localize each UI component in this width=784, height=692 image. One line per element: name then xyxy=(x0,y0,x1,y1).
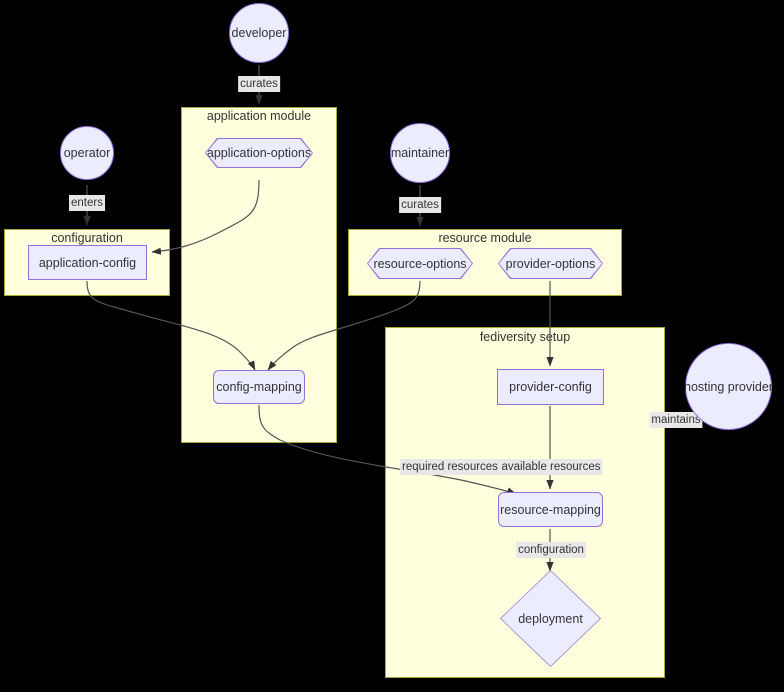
edge-label-enters: enters xyxy=(69,195,105,211)
node-maintainer-label: maintainer xyxy=(390,146,450,160)
node-deployment[interactable]: deployment xyxy=(500,570,601,667)
node-operator-label: operator xyxy=(63,146,111,160)
edge-label-configuration: configuration xyxy=(516,542,586,558)
edge-label-maintains: maintains xyxy=(649,412,703,428)
edge-label-curates-maintainer: curates xyxy=(399,197,441,213)
edge-label-required-resources: required resources xyxy=(400,459,500,475)
edge-label-available-resources: available resources xyxy=(499,459,603,475)
node-resource-options[interactable]: resource-options xyxy=(367,248,473,279)
node-resource-mapping-label: resource-mapping xyxy=(500,502,601,517)
container-application-module-title: application module xyxy=(206,109,312,123)
node-provider-config-label: provider-config xyxy=(509,380,592,394)
node-operator[interactable]: operator xyxy=(60,126,114,180)
node-hosting-provider[interactable]: hosting provider xyxy=(684,343,773,430)
node-developer-label: developer xyxy=(231,26,287,40)
node-maintainer[interactable]: maintainer xyxy=(390,123,450,183)
node-developer[interactable]: developer xyxy=(229,3,289,63)
node-application-config-label: application-config xyxy=(38,255,137,270)
node-deployment-label: deployment xyxy=(518,611,583,626)
node-application-options[interactable]: application-options xyxy=(205,138,313,168)
node-resource-mapping[interactable]: resource-mapping xyxy=(498,492,603,527)
container-resource-module-title: resource module xyxy=(438,231,532,245)
container-fediversity-setup-title: fediversity setup xyxy=(479,330,571,344)
node-config-mapping-label: config-mapping xyxy=(216,380,302,394)
node-hosting-provider-label: hosting provider xyxy=(684,379,773,394)
node-provider-options[interactable]: provider-options xyxy=(498,248,603,279)
edge-label-curates-developer: curates xyxy=(238,76,280,92)
node-application-options-label: application-options xyxy=(206,139,312,167)
node-config-mapping[interactable]: config-mapping xyxy=(213,370,305,404)
container-configuration-title: configuration xyxy=(51,231,123,245)
node-application-config[interactable]: application-config xyxy=(28,245,147,280)
node-resource-options-label: resource-options xyxy=(368,249,472,278)
node-provider-options-label: provider-options xyxy=(499,249,602,278)
node-provider-config[interactable]: provider-config xyxy=(497,369,604,405)
